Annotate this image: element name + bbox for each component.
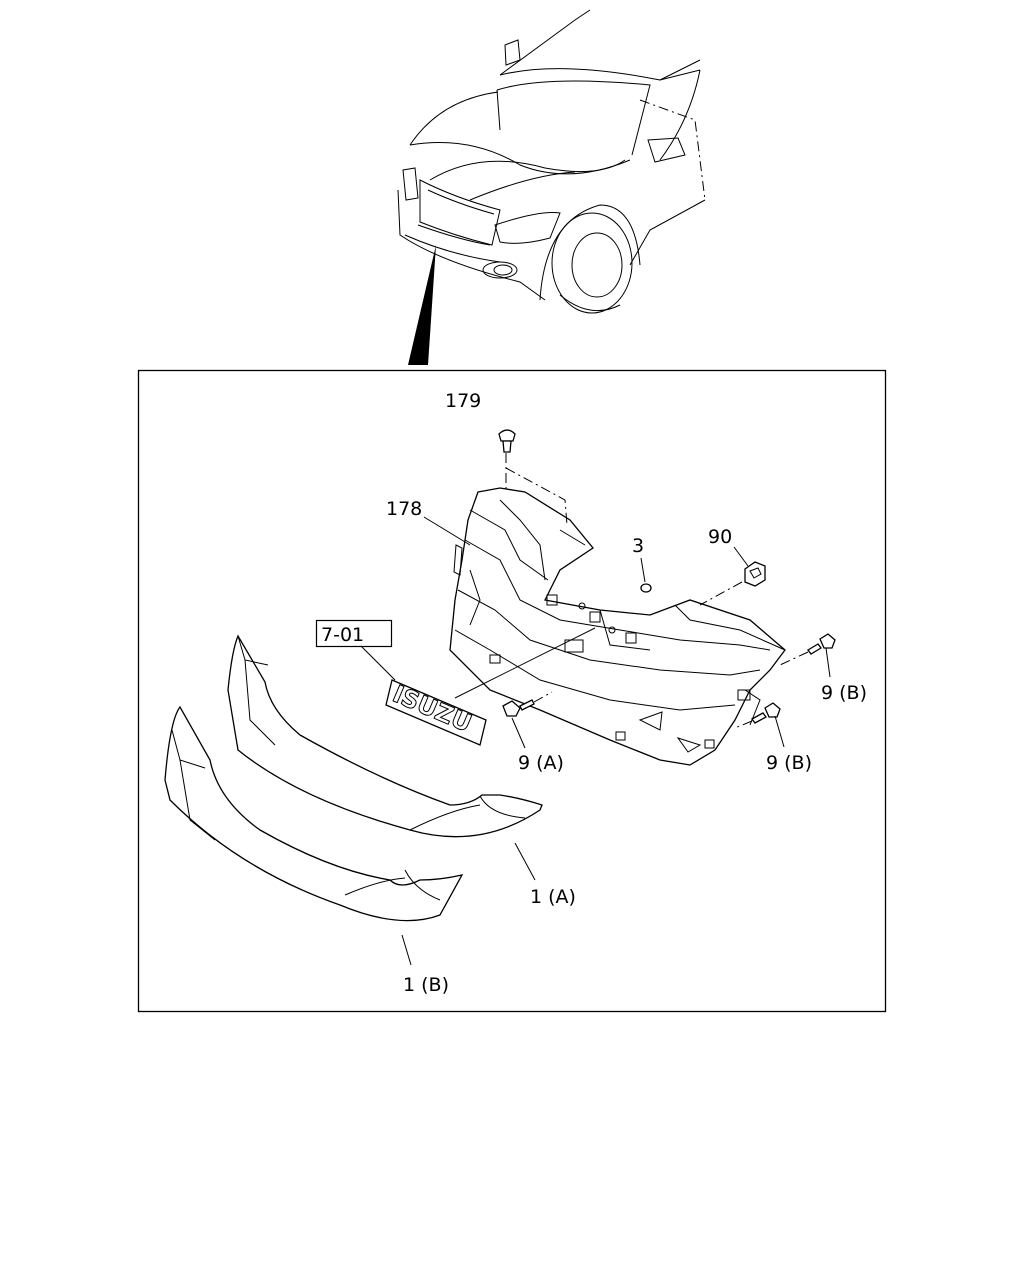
washer-3-icon xyxy=(640,583,652,593)
screw-9b-upper-leader xyxy=(779,651,809,666)
screw-9a-icon xyxy=(502,699,535,717)
callout-ref-7-01[interactable]: 7-01 xyxy=(321,624,364,646)
callout-9a: 9 (A) xyxy=(518,752,564,774)
callout-9b-upper: 9 (B) xyxy=(821,682,867,704)
nut-90-leader xyxy=(699,581,743,606)
screw-9b-upper-icon xyxy=(807,633,836,655)
screw-9b-lower-icon xyxy=(751,702,781,724)
emblem-leader xyxy=(454,627,596,699)
callout-9b-lower: 9 (B) xyxy=(766,752,812,774)
callout-1b: 1 (B) xyxy=(403,974,449,996)
leader-lines xyxy=(360,516,831,966)
grille-bracket-178 xyxy=(449,487,786,766)
callout-3: 3 xyxy=(632,535,644,557)
callout-179: 179 xyxy=(445,390,481,412)
emblem-text: ISUZU xyxy=(389,680,476,738)
vehicle-overview xyxy=(397,9,706,365)
nut-90-icon xyxy=(744,561,766,587)
screw-9b-lower-leader xyxy=(734,720,753,729)
clip-179-leader xyxy=(505,453,568,526)
callout-1a: 1 (A) xyxy=(530,886,576,908)
detail-frame xyxy=(137,369,887,1013)
clip-179-icon xyxy=(498,429,516,453)
callout-178: 178 xyxy=(386,498,422,520)
grille-garnish-1b xyxy=(164,705,464,922)
screw-9a-leader xyxy=(533,691,553,703)
reference-box xyxy=(315,619,393,648)
callout-90: 90 xyxy=(708,526,732,548)
grille-garnish-1a xyxy=(227,634,543,838)
